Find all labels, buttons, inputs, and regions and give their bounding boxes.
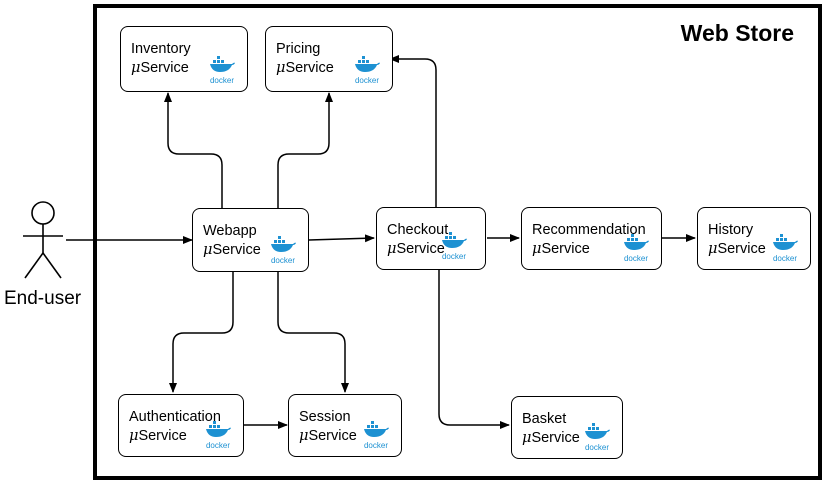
diagram-title: Web Store xyxy=(680,20,794,46)
docker-label: docker xyxy=(441,252,466,261)
mu-symbol: μ xyxy=(129,428,139,444)
authentication-service[interactable]: Authentication μService docker xyxy=(118,394,244,457)
mu-symbol: μ xyxy=(532,241,542,257)
docker-label: docker xyxy=(209,76,234,85)
web-store-boundary: Web Store xyxy=(93,4,822,480)
docker-icon: docker xyxy=(437,231,471,261)
mu-symbol: μ xyxy=(708,241,718,257)
docker-label: docker xyxy=(363,441,388,450)
docker-label: docker xyxy=(623,254,648,263)
end-user-label: End-user xyxy=(4,288,82,309)
history-service[interactable]: History μService docker xyxy=(697,207,811,270)
inventory-service[interactable]: Inventory μService docker xyxy=(120,26,248,92)
service-name: Inventory xyxy=(131,41,191,57)
basket-service[interactable]: Basket μService docker xyxy=(511,396,623,459)
service-suffix: Service xyxy=(396,241,445,257)
service-suffix: Service xyxy=(285,60,334,76)
docker-label: docker xyxy=(772,254,797,263)
mu-symbol: μ xyxy=(522,430,532,446)
docker-icon: docker xyxy=(768,233,802,263)
docker-label: docker xyxy=(354,76,379,85)
service-name: Checkout xyxy=(387,222,449,238)
docker-label: docker xyxy=(270,256,295,265)
service-suffix: Service xyxy=(308,428,357,444)
service-name: Basket xyxy=(522,411,567,427)
service-name: History xyxy=(708,222,754,238)
edge-webapp-session xyxy=(277,271,349,393)
service-suffix: Service xyxy=(531,430,580,446)
service-suffix: Service xyxy=(138,428,187,444)
docker-label: docker xyxy=(205,441,230,450)
service-name: Webapp xyxy=(203,223,257,239)
service-suffix: Service xyxy=(717,241,766,257)
edge-webapp-authentication xyxy=(169,271,234,393)
webapp-service[interactable]: Webapp μService docker xyxy=(192,208,309,272)
mu-symbol: μ xyxy=(299,428,309,444)
mu-symbol: μ xyxy=(276,60,286,76)
service-name: Pricing xyxy=(276,41,321,57)
mu-symbol: μ xyxy=(387,241,397,257)
docker-icon: docker xyxy=(580,422,614,452)
edge-webapp-inventory xyxy=(164,92,223,208)
service-name: Recommendation xyxy=(532,222,646,238)
docker-icon: docker xyxy=(205,55,239,85)
service-suffix: Service xyxy=(541,241,590,257)
recommendation-service[interactable]: Recommendation μService docker xyxy=(521,207,662,270)
edge-webapp-checkout xyxy=(308,234,375,243)
docker-icon: docker xyxy=(201,420,235,450)
docker-icon: docker xyxy=(359,420,393,450)
edge-checkout-pricing xyxy=(389,55,437,207)
pricing-service[interactable]: Pricing μService docker xyxy=(265,26,393,92)
service-suffix: Service xyxy=(212,242,261,258)
service-suffix: Service xyxy=(140,60,189,76)
service-name: Session xyxy=(299,409,351,425)
checkout-service[interactable]: Checkout μService docker xyxy=(376,207,486,270)
docker-icon: docker xyxy=(266,235,300,265)
docker-icon: docker xyxy=(619,233,653,263)
session-service[interactable]: Session μService docker xyxy=(288,394,402,457)
mu-symbol: μ xyxy=(131,60,141,76)
end-user-actor-icon xyxy=(23,201,63,279)
docker-label: docker xyxy=(584,443,609,452)
edge-checkout-basket xyxy=(438,270,510,429)
service-name: Authentication xyxy=(129,409,221,425)
docker-icon: docker xyxy=(350,55,384,85)
edge-webapp-pricing xyxy=(277,92,333,208)
mu-symbol: μ xyxy=(203,242,213,258)
